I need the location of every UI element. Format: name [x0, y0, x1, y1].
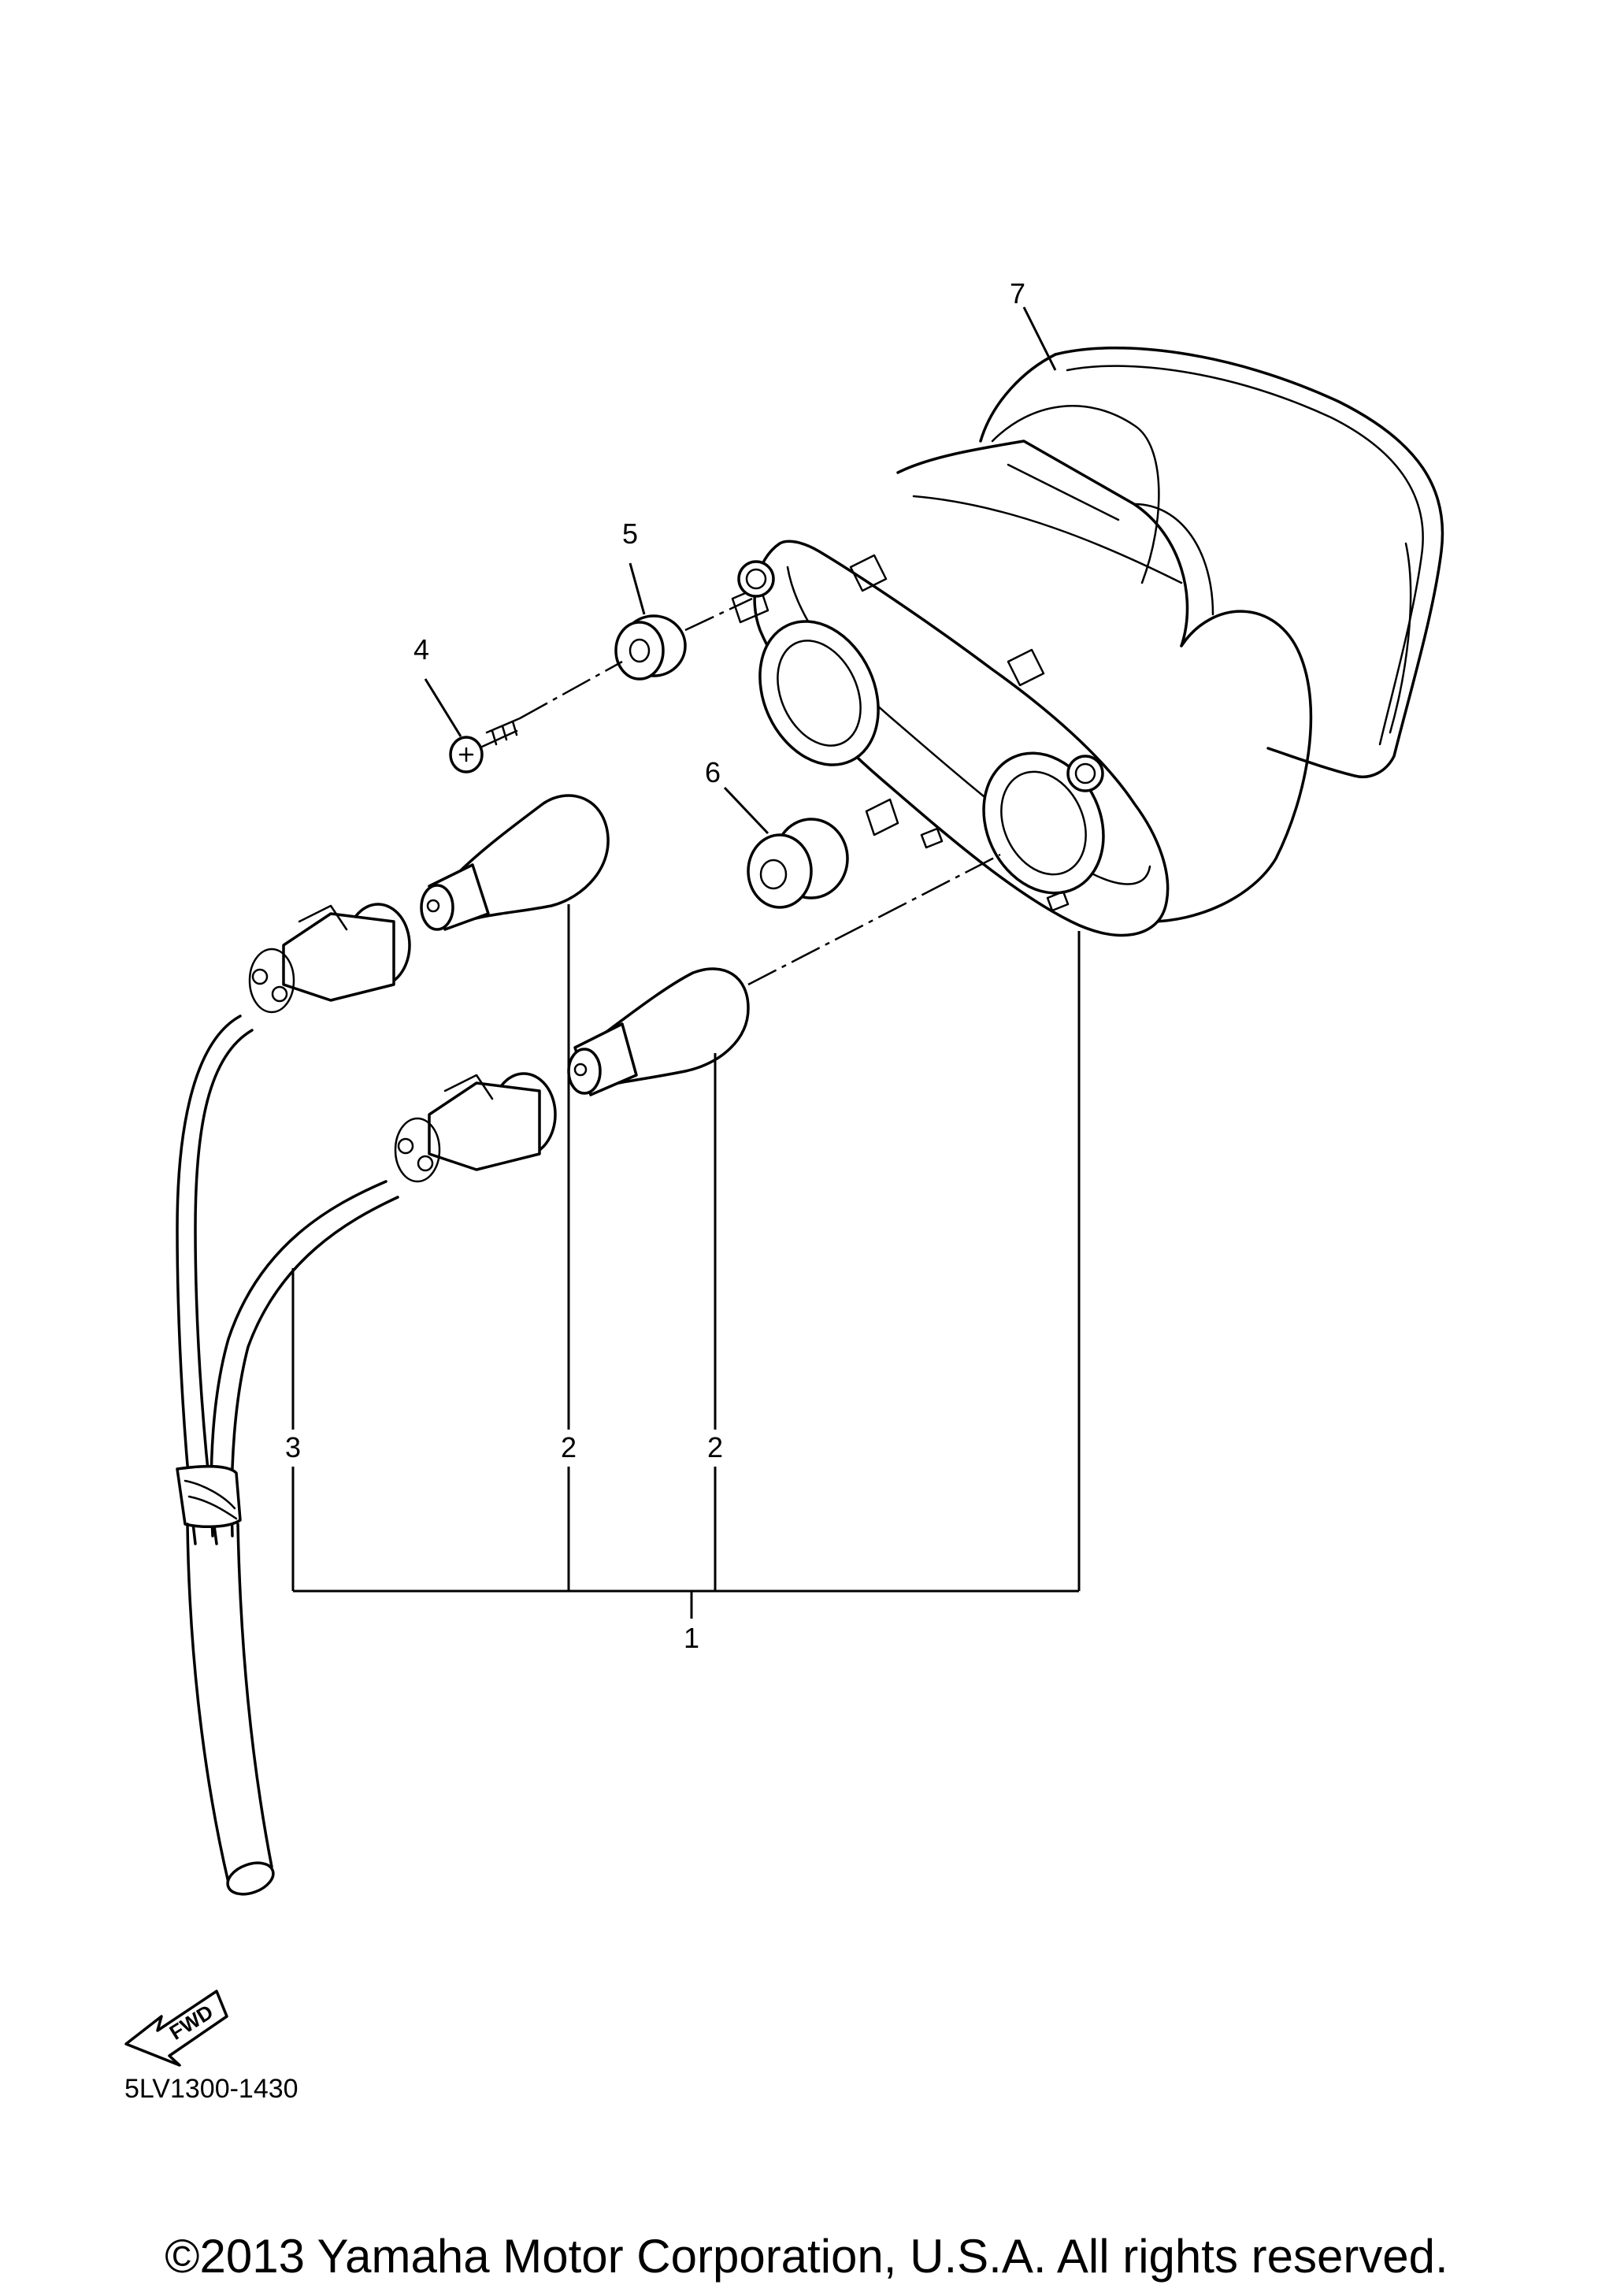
callout-1: 1: [684, 1622, 699, 1654]
callout-7: 7: [1010, 277, 1025, 310]
callout-4: 4: [413, 633, 429, 666]
part-5-grommet: [614, 614, 687, 681]
part-2-bulb-lower: [567, 967, 750, 1096]
part-7-lens-housing: [731, 347, 1444, 937]
part-3-socket-cord: [176, 903, 557, 1896]
part-4-screw: [449, 717, 521, 773]
callout-5: 5: [622, 517, 638, 550]
assembly-lines: [519, 597, 1001, 986]
fwd-arrow-icon: FWD: [124, 1990, 228, 2067]
copyright-text: ©2013 Yamaha Motor Corporation, U.S.A. A…: [165, 2230, 1448, 2283]
callout-2a: 2: [561, 1431, 577, 1463]
part-2-bulb-upper: [420, 794, 610, 931]
part-6-grommet: [747, 818, 849, 909]
callouts: 7 5 4 6 3 2 2 1: [285, 277, 1025, 1654]
callout-6: 6: [705, 756, 721, 788]
callout-3: 3: [285, 1431, 301, 1463]
leader-lines: [291, 306, 1081, 1619]
callout-2b: 2: [707, 1431, 723, 1463]
diagram-code: 5LV1300-1430: [124, 2074, 298, 2104]
